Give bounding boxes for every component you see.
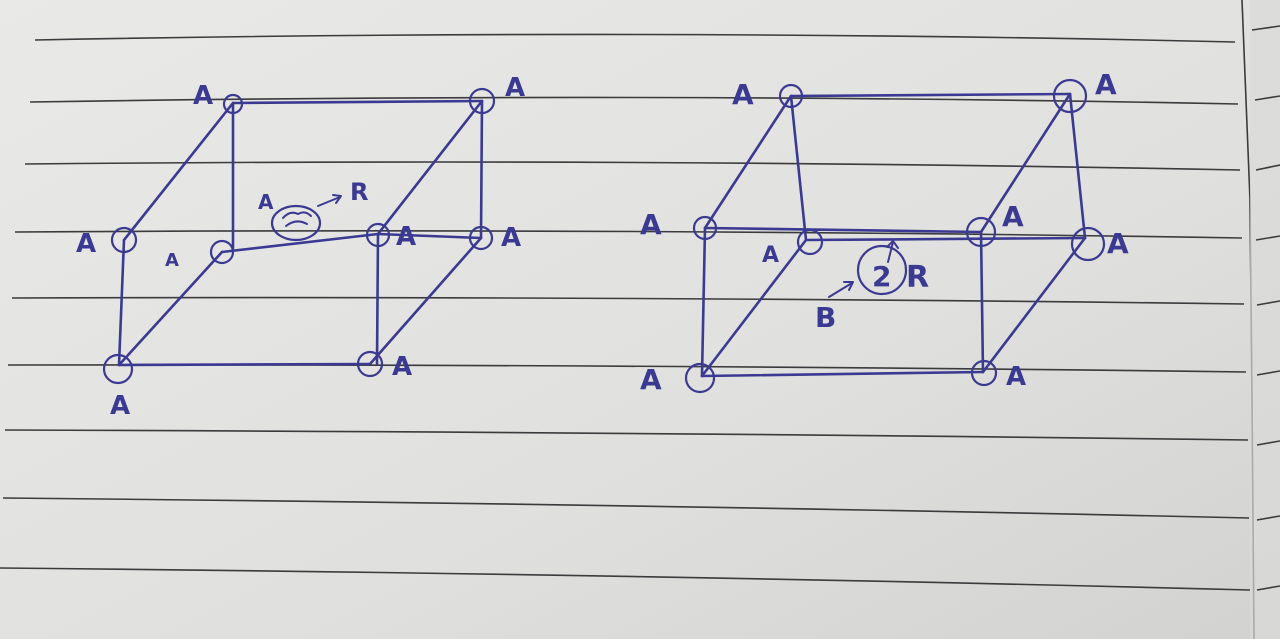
atom-label: A [1095,68,1117,101]
atom-label: A [76,229,96,259]
atom-label: A [505,73,525,103]
atom-circle [468,87,496,115]
atom-circle [102,353,134,385]
left-unit-cell-diagram: A A A A A A A A A R [76,73,525,421]
atom-label: A [640,208,662,241]
atom-label: A [165,250,179,271]
arrow-target-label: R [350,178,368,206]
atom-circle [692,215,718,241]
right-labels: A A A A A A A A 2 R B [640,68,1129,396]
center-atom-circle [856,244,908,296]
center-atom-label: B [815,301,836,334]
atom-circle [365,222,391,248]
left-atoms [102,87,496,385]
atom-label: A [396,222,416,252]
left-labels: A A A A A A A A A R [76,73,525,421]
right-cell-edges [700,92,1087,378]
right-center-arrows [828,240,899,298]
left-cell-edges [117,99,484,367]
right-unit-cell-diagram: A A A A A A A A 2 R B [640,68,1129,396]
atom-label: A [1107,227,1129,260]
atom-circle [468,225,494,251]
atom-label: A [762,243,779,268]
atom-circle [965,216,997,248]
atom-circle [110,226,138,254]
atom-circle [222,93,244,115]
atom-circle [209,239,235,265]
atom-circle [1070,226,1106,262]
atom-label: A [193,81,213,111]
atom-label: A [1006,362,1026,392]
atom-label: A [640,363,662,396]
atom-label: A [1002,200,1024,233]
atom-circle [684,362,716,394]
atom-label: A [110,391,130,421]
left-face-arrow [282,194,342,227]
atom-label: A [392,352,412,382]
atom-label: A [732,78,754,111]
center-number-label: 2 [872,260,891,293]
right-atoms [684,78,1106,394]
arrow-target-label: R [906,260,929,295]
face-atom-label: A [258,190,274,214]
atom-circle [778,83,804,109]
atom-circle [1052,78,1088,114]
atom-circle [356,350,384,378]
face-atom-circle [270,204,322,242]
atom-circle [796,228,824,256]
atom-circle [970,359,998,387]
atom-label: A [501,223,521,253]
